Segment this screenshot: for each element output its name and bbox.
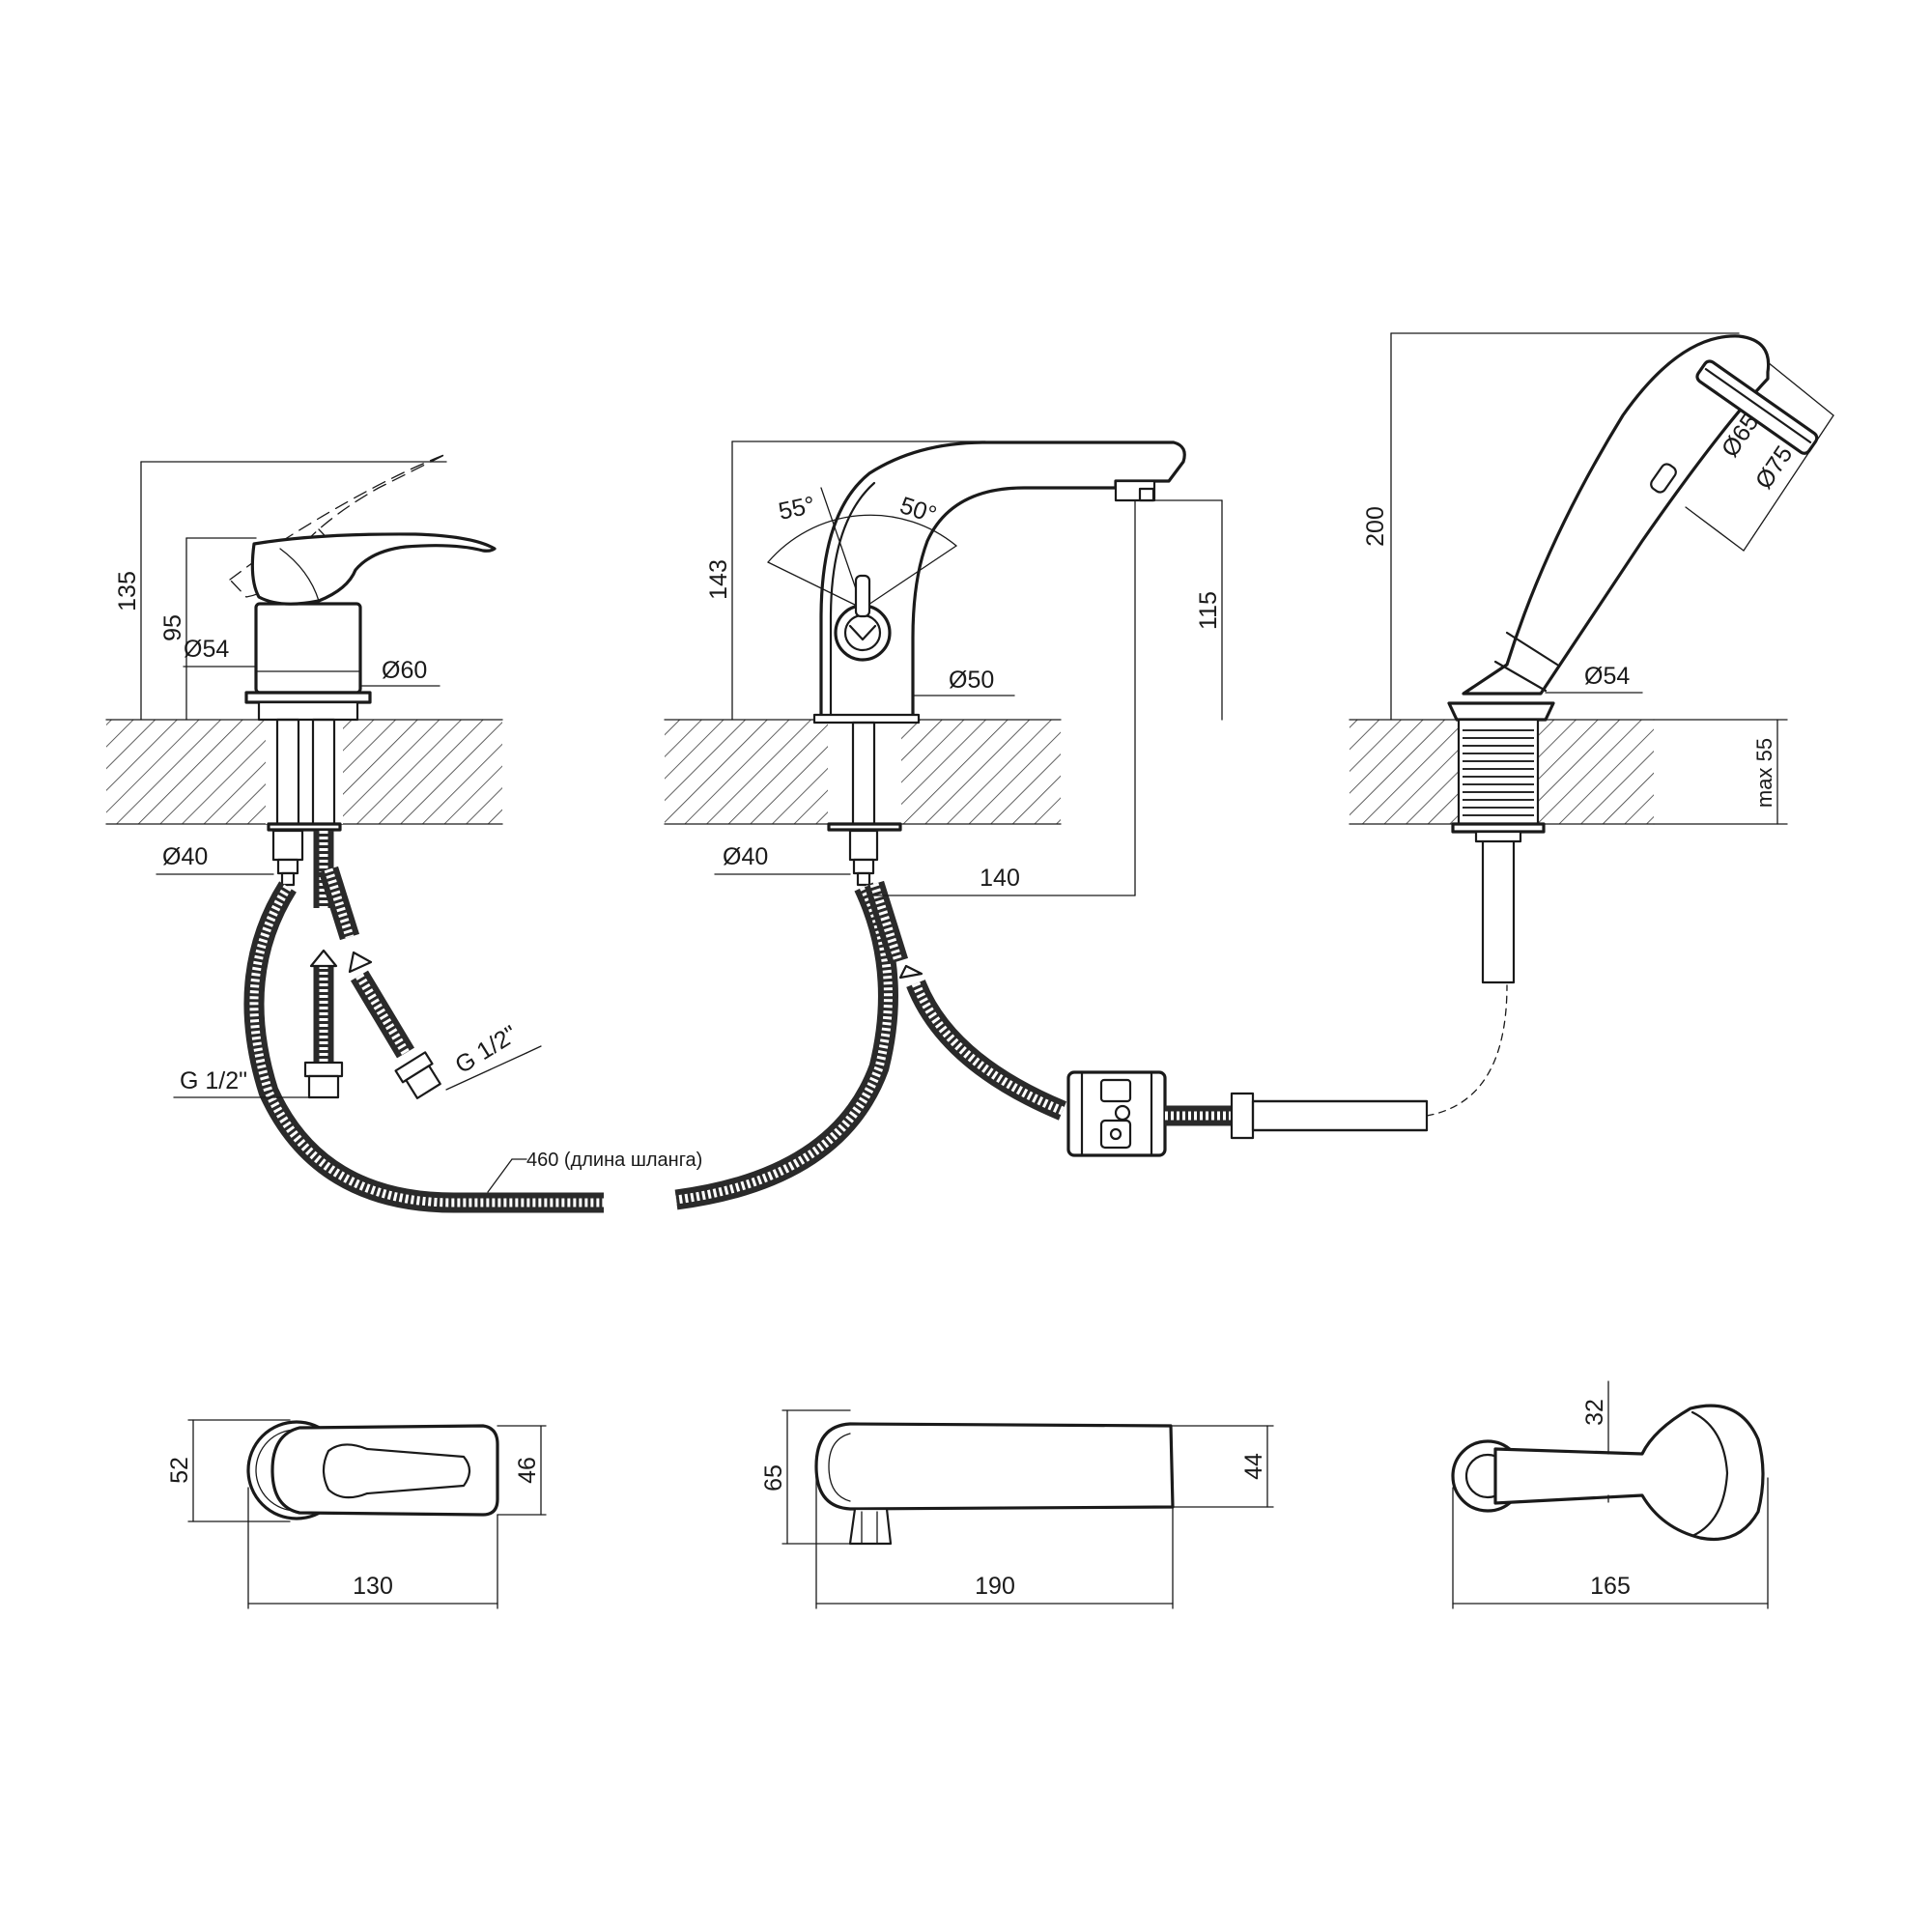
- countertop-middle: [664, 719, 1062, 825]
- spout-hoses: [674, 880, 1508, 1210]
- dim-plan-mixer-width: 52: [166, 1457, 193, 1484]
- dim-shower-face-diam-2: Ø75: [1750, 441, 1799, 495]
- dim-mixer-height: 135: [114, 571, 141, 611]
- hose-length-leader: [487, 1158, 513, 1193]
- mixer-side-view: [229, 453, 497, 887]
- dim-hose-length: 460 (длина шланга): [526, 1150, 702, 1171]
- dim-mixer-base-diam: Ø60: [382, 657, 427, 684]
- dim-shower-height: 200: [1362, 506, 1389, 547]
- dim-spout-reach: 140: [980, 865, 1020, 892]
- dim-plan-spout-tip: 44: [1240, 1453, 1267, 1480]
- dim-mixer-mount-diam: Ø40: [162, 843, 208, 870]
- shower-plan-view: [1451, 1380, 1769, 1609]
- mixer-dimensions: [140, 461, 542, 1098]
- spout-plan-view: [781, 1409, 1274, 1609]
- mixer-hoses: [243, 831, 604, 1213]
- dim-spout-height: 143: [705, 559, 732, 600]
- shower-side-view: [1447, 334, 1819, 984]
- dim-spout-mount-diam: Ø40: [723, 843, 768, 870]
- dim-plan-shower-width: 32: [1581, 1399, 1608, 1426]
- spout-side-view: [767, 440, 1186, 887]
- dim-plan-spout-height: 65: [760, 1464, 787, 1492]
- dim-plan-spout-length: 190: [975, 1573, 1015, 1600]
- dim-plan-mixer-lever: 46: [514, 1457, 541, 1484]
- dim-hose-thread-left: G 1/2": [180, 1067, 247, 1094]
- dim-hose-thread-right: G 1/2": [450, 1020, 522, 1079]
- dim-lever-angle-1: 55°: [776, 492, 817, 526]
- dim-spout-base-diam: Ø50: [949, 667, 994, 694]
- dim-plan-mixer-length: 130: [353, 1573, 393, 1600]
- dim-holder-diam: Ø54: [1584, 663, 1630, 690]
- shower-dimensions: [1390, 332, 1834, 825]
- mixer-plan-view: [187, 1419, 547, 1609]
- dim-mixer-body-diam: Ø54: [184, 636, 229, 663]
- dim-max-counter: max 55: [1752, 738, 1776, 808]
- spout-dimensions: [714, 440, 1223, 896]
- dim-spout-outlet-height: 115: [1195, 591, 1222, 630]
- countertop-left: [105, 719, 503, 825]
- dim-mixer-body-height: 95: [159, 614, 186, 641]
- dim-plan-shower-length: 165: [1590, 1573, 1631, 1600]
